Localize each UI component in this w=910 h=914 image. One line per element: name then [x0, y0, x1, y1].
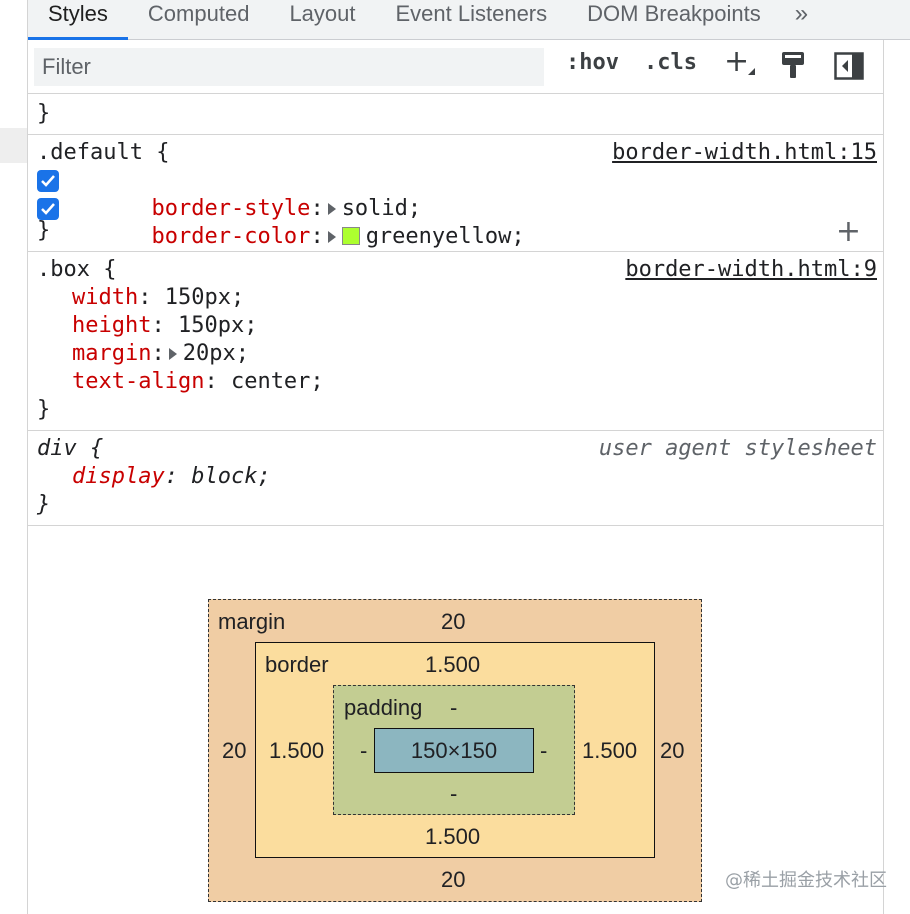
tab-bar: Styles Computed Layout Event Listeners D…: [28, 0, 910, 40]
user-agent-stylesheet-label: user agent stylesheet: [598, 436, 877, 461]
declaration[interactable]: border-style:solid;: [37, 167, 883, 221]
watermark: @稀土掘金技术社区: [725, 870, 887, 891]
box-model-content[interactable]: 150×150: [374, 728, 534, 773]
margin-label: margin: [218, 609, 286, 634]
rule-source-link[interactable]: border-width.html:15: [612, 140, 877, 165]
right-scroll-gutter[interactable]: [883, 40, 910, 914]
tab-computed[interactable]: Computed: [147, 1, 250, 26]
property-name[interactable]: height: [72, 313, 152, 338]
padding-top-value[interactable]: -: [450, 695, 458, 720]
tab-styles[interactable]: Styles: [28, 0, 128, 40]
tab-dom-breakpoints[interactable]: DOM Breakpoints: [587, 1, 761, 26]
property-name[interactable]: border-style: [151, 196, 311, 221]
border-label: border: [265, 652, 329, 677]
property-value[interactable]: center;: [230, 369, 324, 394]
padding-right-value[interactable]: -: [540, 738, 548, 763]
rule-selector: div {: [37, 436, 104, 461]
property-value[interactable]: greenyellow;: [365, 224, 525, 249]
new-style-rule-icon[interactable]: +: [724, 44, 750, 79]
property-name: display: [72, 464, 165, 489]
tab-layout[interactable]: Layout: [289, 1, 356, 26]
left-panel-edge: [0, 0, 28, 914]
expand-triangle-icon[interactable]: [327, 231, 336, 243]
declaration[interactable]: text-align: center;: [72, 369, 324, 394]
styles-toolbar: :hov .cls +: [28, 40, 883, 94]
declaration-checkbox[interactable]: [37, 170, 59, 192]
filter-input[interactable]: [34, 48, 544, 86]
rule-selector[interactable]: .default {: [37, 140, 170, 165]
property-name[interactable]: margin: [72, 341, 152, 366]
rule-close-brace: }: [37, 101, 51, 126]
property-name[interactable]: border-color: [151, 224, 311, 249]
property-value[interactable]: 20px;: [182, 341, 249, 366]
border-right-value[interactable]: 1.500: [582, 738, 638, 763]
border-bottom-value[interactable]: 1.500: [425, 824, 481, 849]
left-panel-selection: [0, 128, 27, 163]
new-style-rule-menu-corner-icon: [748, 68, 755, 75]
color-swatch[interactable]: [341, 227, 360, 245]
rule-close-brace: }: [37, 397, 51, 422]
rule-previous: }: [28, 94, 883, 135]
declaration[interactable]: width: 150px;: [72, 285, 245, 310]
property-value[interactable]: solid;: [341, 196, 422, 221]
rule-close-brace: }: [37, 218, 51, 243]
more-tabs-button[interactable]: »: [794, 0, 809, 27]
rule-default: .default { border-width.html:15 border-s…: [28, 135, 883, 252]
rule-selector[interactable]: .box {: [37, 257, 117, 282]
border-left-value[interactable]: 1.500: [269, 738, 325, 763]
styles-rules-pane: } .default { border-width.html:15 border…: [28, 94, 883, 526]
rule-close-brace: }: [37, 492, 51, 517]
border-top-value[interactable]: 1.500: [425, 652, 481, 677]
tab-event-listeners[interactable]: Event Listeners: [395, 1, 548, 26]
box-model-diagram: 150×150 margin 20 20 20 20 border 1.500 …: [208, 599, 702, 902]
checkmark-icon: [41, 203, 55, 215]
padding-label: padding: [344, 695, 423, 720]
property-value: block;: [191, 464, 271, 489]
declaration-checkbox[interactable]: [37, 198, 59, 220]
padding-bottom-value[interactable]: -: [450, 781, 458, 806]
rule-source-link[interactable]: border-width.html:9: [625, 257, 877, 282]
rule-box: .box { border-width.html:9 width: 150px;…: [28, 252, 883, 431]
expand-triangle-icon[interactable]: [168, 348, 177, 360]
property-value[interactable]: 150px;: [177, 313, 258, 338]
property-value[interactable]: 150px;: [164, 285, 245, 310]
declaration[interactable]: height: 150px;: [72, 313, 258, 338]
toggle-sidebar-icon[interactable]: [834, 52, 864, 85]
declaration: display: block;: [72, 464, 271, 489]
margin-left-value[interactable]: 20: [222, 738, 247, 763]
property-name[interactable]: width: [72, 285, 139, 310]
property-name[interactable]: text-align: [72, 369, 205, 394]
cls-button[interactable]: .cls: [644, 50, 697, 75]
margin-right-value[interactable]: 20: [660, 738, 685, 763]
hov-button[interactable]: :hov: [566, 50, 619, 75]
declaration[interactable]: border-color:greenyellow;: [37, 195, 883, 249]
margin-top-value[interactable]: 20: [441, 609, 466, 634]
checkmark-icon: [41, 175, 55, 187]
padding-left-value[interactable]: -: [360, 738, 368, 763]
rendering-emulation-icon[interactable]: [780, 50, 806, 85]
declaration[interactable]: margin:20px;: [72, 341, 249, 366]
margin-bottom-value[interactable]: 20: [441, 867, 466, 892]
rule-div-user-agent: div { user agent stylesheet display: blo…: [28, 431, 883, 526]
expand-triangle-icon[interactable]: [327, 203, 336, 215]
add-declaration-icon[interactable]: +: [835, 214, 861, 249]
content-size[interactable]: 150×150: [410, 737, 498, 763]
